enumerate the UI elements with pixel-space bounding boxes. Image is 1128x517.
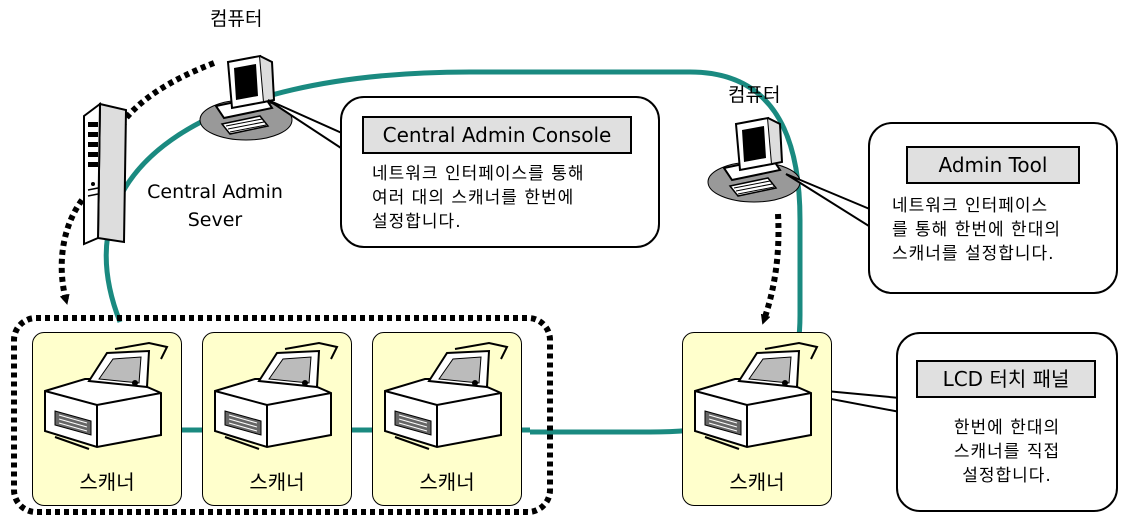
computer-left-icon — [199, 55, 293, 141]
callout-line: 를 통해 한번에 한대의 — [892, 220, 1061, 240]
callout-central-console: Central Admin Console 네트워크 인터페이스를 통해 여러 … — [340, 96, 660, 248]
scanner-2: 스캐너 — [202, 332, 352, 506]
callout-line: 네트워크 인터페이스를 통해 — [372, 164, 585, 184]
callout-admin-tool-text: 네트워크 인터페이스 를 통해 한번에 한대의 스캐너를 설정합니다. — [892, 194, 1061, 266]
scanner-icon — [694, 342, 818, 450]
callout-central-console-text: 네트워크 인터페이스를 통해 여러 대의 스캐너를 한번에 설정합니다. — [372, 162, 585, 234]
callout-admin-tool: Admin Tool 네트워크 인터페이스 를 통해 한번에 한대의 스캐너를 … — [868, 122, 1118, 294]
scanner-label: 스캐너 — [79, 470, 135, 494]
arrow-pc-to-server — [117, 60, 216, 131]
arrow-server-to-scanners — [58, 198, 85, 305]
server-label-line2: Sever — [187, 209, 243, 231]
arrow-pc-to-scanner — [760, 213, 782, 325]
server-label-line1: Central Admin — [147, 181, 283, 203]
scanner-label: 스캐너 — [249, 470, 305, 494]
computer-left-label: 컴퓨터 — [210, 8, 263, 30]
scanner-label: 스캐너 — [419, 470, 475, 494]
scanner-group-frame — [11, 315, 553, 515]
callout-line: 한번에 한대의 — [953, 418, 1061, 438]
callout-lcd-panel-text: 한번에 한대의 스캐너를 직접 설정합니다. — [898, 416, 1116, 488]
scanner-3: 스캐너 — [372, 332, 522, 506]
scanner-label: 스캐너 — [729, 470, 785, 494]
scanner-icon — [44, 342, 168, 450]
callout-lcd-panel: LCD 터치 패널 한번에 한대의 스캐너를 직접 설정합니다. — [896, 332, 1118, 512]
callout-line: 네트워크 인터페이스 — [892, 196, 1049, 216]
scanner-icon — [214, 342, 338, 450]
callout-line: 여러 대의 스캐너를 한번에 — [372, 188, 575, 208]
callout-lcd-panel-title: LCD 터치 패널 — [916, 360, 1096, 398]
callout-line: 설정합니다. — [962, 466, 1052, 486]
computer-right-label: 컴퓨터 — [728, 84, 781, 106]
server-icon — [83, 101, 128, 246]
callout-admin-tool-title: Admin Tool — [906, 146, 1080, 184]
scanner-1: 스캐너 — [32, 332, 182, 506]
callout-line: 스캐너를 직접 — [953, 442, 1061, 462]
scanner-4: 스캐너 — [682, 332, 832, 506]
callout-central-console-title: Central Admin Console — [362, 116, 632, 154]
callout-line: 스캐너를 설정합니다. — [892, 244, 1055, 264]
callout-line: 설정합니다. — [372, 212, 462, 232]
scanner-icon — [384, 342, 508, 450]
